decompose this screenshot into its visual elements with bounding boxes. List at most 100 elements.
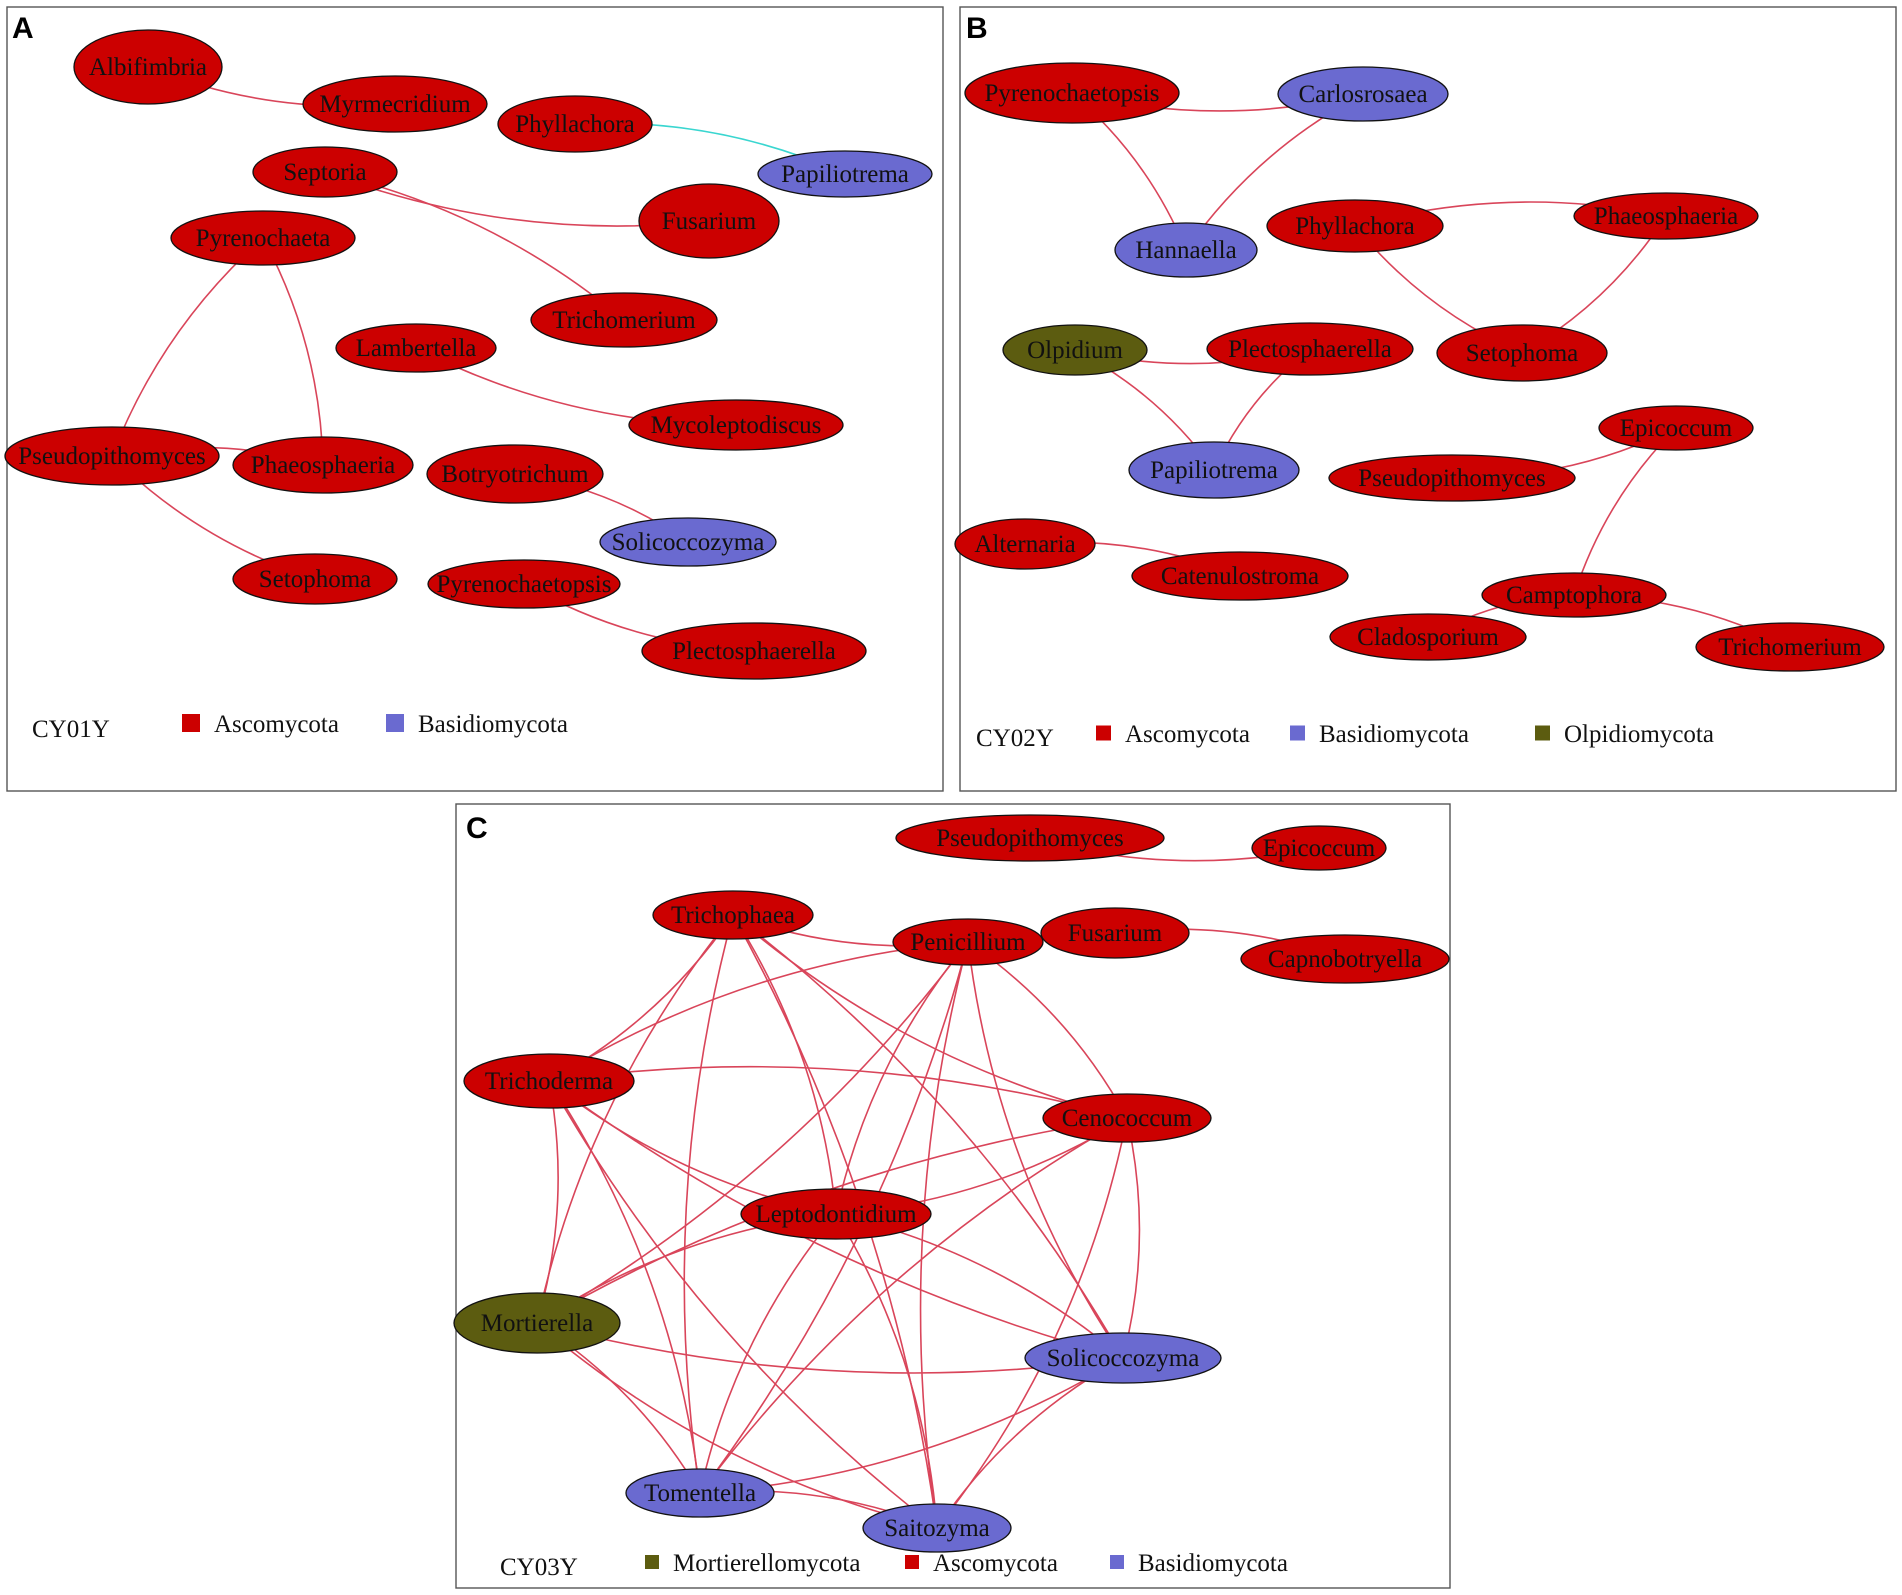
legend-swatch: [182, 714, 200, 732]
network-node[interactable]: Albifimbria: [73, 29, 223, 105]
legend-swatch: [1290, 725, 1305, 741]
node-label: Leptodontidium: [755, 1201, 917, 1228]
network-node[interactable]: Alternaria: [954, 518, 1096, 570]
node-label: Epicoccum: [1620, 415, 1733, 442]
network-node[interactable]: Trichomerium: [1695, 622, 1885, 672]
node-label: Alternaria: [974, 531, 1075, 558]
node-label: Trichomerium: [552, 307, 696, 334]
network-edge: [699, 1117, 1128, 1494]
node-ellipse: [1481, 572, 1667, 618]
network-node[interactable]: Epicoccum: [1598, 405, 1754, 451]
network-node[interactable]: Setophoma: [1436, 324, 1608, 382]
legend-label: Ascomycota: [214, 711, 339, 738]
network-node[interactable]: Pseudopithomyces: [1328, 454, 1576, 502]
node-label: Plectosphaerella: [672, 638, 836, 665]
node-label: Pyrenochaeta: [196, 225, 331, 252]
node-label: Tomentella: [644, 1480, 756, 1507]
network-node[interactable]: Cladosporium: [1329, 613, 1527, 661]
panel-a-sample-label: CY01Y: [32, 716, 110, 743]
node-ellipse: [497, 95, 653, 153]
network-node[interactable]: Trichomerium: [530, 292, 718, 348]
node-label: Epicoccum: [1263, 835, 1376, 862]
legend-swatch: [1535, 725, 1550, 741]
network-node[interactable]: Septoria: [252, 146, 398, 198]
network-node[interactable]: Botryotrichum: [426, 444, 604, 504]
network-node[interactable]: Leptodontidium: [740, 1188, 932, 1240]
node-ellipse: [1114, 222, 1258, 278]
network-node[interactable]: Fusarium: [638, 183, 780, 259]
legend-swatch: [905, 1555, 919, 1569]
network-node[interactable]: Plectosphaerella: [1206, 322, 1414, 376]
network-node[interactable]: Camptophora: [1481, 572, 1667, 618]
network-node[interactable]: Saitozyma: [862, 1503, 1012, 1553]
node-ellipse: [453, 1292, 621, 1354]
node-ellipse: [232, 553, 398, 605]
network-node[interactable]: Epicoccum: [1251, 825, 1387, 871]
node-label: Hannaella: [1135, 237, 1236, 264]
network-node[interactable]: Pyrenochaetopsis: [427, 559, 621, 609]
node-ellipse: [652, 890, 814, 940]
node-label: Penicillium: [910, 929, 1026, 956]
node-label: Myrmecridium: [319, 91, 471, 118]
network-node[interactable]: Catenulostroma: [1131, 551, 1349, 601]
node-label: Phaeosphaeria: [1594, 203, 1738, 230]
network-node[interactable]: Myrmecridium: [302, 75, 488, 133]
network-node[interactable]: Tomentella: [625, 1468, 775, 1518]
node-ellipse: [1042, 1093, 1212, 1143]
network-node[interactable]: Olpidium: [1002, 324, 1148, 376]
node-label: Trichophaea: [671, 902, 795, 929]
panel-c-nodes: Pseudopithomyces EpicoccumTrichophaeaPeni…: [453, 814, 1450, 1553]
network-node[interactable]: Mycoleptodiscus: [628, 399, 844, 451]
legend-swatch: [645, 1555, 659, 1569]
legend-swatch: [1096, 725, 1111, 741]
panel-c: Pseudopithomyces EpicoccumTrichophaeaPeni…: [453, 803, 1451, 1589]
network-edge: [683, 914, 734, 1494]
panel-b-frame: [959, 6, 1897, 792]
network-node[interactable]: Lambertella: [335, 323, 497, 373]
network-edge: [548, 1080, 701, 1494]
network-node[interactable]: Papiliotrema: [757, 150, 933, 198]
node-ellipse: [1266, 199, 1444, 253]
network-edge: [1122, 1117, 1141, 1359]
node-ellipse: [964, 62, 1180, 124]
network-node[interactable]: Solicoccozyma: [599, 517, 777, 567]
node-ellipse: [4, 426, 220, 486]
panel-c-sample-label: CY03Y: [500, 1554, 578, 1581]
network-node[interactable]: Papiliotrema: [1128, 441, 1300, 499]
network-node[interactable]: Phaeosphaeria: [232, 436, 414, 494]
network-node[interactable]: Phaeosphaeria: [1573, 192, 1759, 240]
node-label: Olpidium: [1027, 337, 1123, 364]
node-ellipse: [335, 323, 497, 373]
network-node[interactable]: Phyllachora: [1266, 199, 1444, 253]
network-node[interactable]: Phyllachora: [497, 95, 653, 153]
node-ellipse: [625, 1468, 775, 1518]
network-node[interactable]: Pseudopithomyces: [895, 814, 1165, 862]
network-node[interactable]: Solicoccozyma: [1024, 1332, 1222, 1384]
network-node[interactable]: Pyrenochaeta: [170, 210, 356, 266]
node-ellipse: [1328, 454, 1576, 502]
network-node[interactable]: Pyrenochaetopsis: [964, 62, 1180, 124]
network-node[interactable]: Hannaella: [1114, 222, 1258, 278]
node-label: Carlosrosaea: [1298, 81, 1427, 108]
node-ellipse: [302, 75, 488, 133]
node-ellipse: [895, 814, 1165, 862]
network-node[interactable]: Plectosphaerella: [641, 622, 867, 680]
network-edge: [548, 1080, 938, 1529]
network-node[interactable]: Pseudopithomyces: [4, 426, 220, 486]
node-label: Fusarium: [662, 208, 757, 235]
network-node[interactable]: Carlosrosaea: [1277, 66, 1449, 122]
legend-label: Ascomycota: [933, 1550, 1058, 1577]
network-node[interactable]: Trichophaea: [652, 890, 814, 940]
network-node[interactable]: Mortierella: [453, 1292, 621, 1354]
legend-label: Basidiomycota: [1138, 1550, 1288, 1577]
network-node[interactable]: Penicillium: [892, 918, 1044, 966]
node-label: Solicoccozyma: [1047, 1345, 1200, 1372]
network-node[interactable]: Setophoma: [232, 553, 398, 605]
network-node[interactable]: Cenococcum: [1042, 1093, 1212, 1143]
network-node[interactable]: Trichoderma: [463, 1053, 635, 1109]
network-node[interactable]: Capnobotryella: [1240, 934, 1450, 984]
network-node[interactable]: Fusarium: [1040, 907, 1190, 959]
